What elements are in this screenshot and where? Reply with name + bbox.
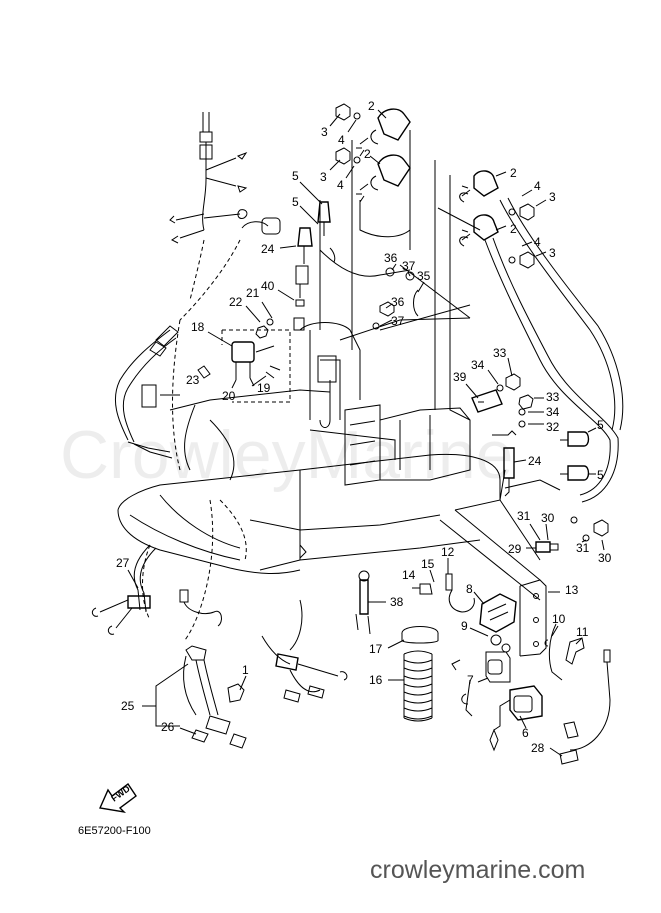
callout-5: 5 (597, 418, 604, 432)
plug-leads-top (293, 201, 336, 331)
callout-16: 16 (369, 673, 383, 687)
callout-11: 11 (576, 625, 589, 639)
callout-30: 30 (598, 551, 612, 565)
callout-23: 23 (186, 373, 200, 387)
guide-lines (142, 130, 561, 651)
callout-30: 30 (541, 511, 555, 525)
callout-7: 7 (467, 673, 474, 687)
callout-14: 14 (402, 568, 416, 582)
callout-32: 32 (546, 420, 560, 434)
callout-4: 4 (534, 235, 541, 249)
callout-36: 36 (384, 251, 398, 265)
callout-29: 29 (508, 542, 522, 556)
callout-18: 18 (191, 320, 205, 334)
callout-10: 10 (552, 612, 566, 626)
engine-block-outline (117, 322, 541, 575)
callout-15: 15 (421, 557, 435, 571)
callout-27: 27 (116, 556, 130, 570)
callout-3: 3 (549, 246, 556, 260)
callout-33: 33 (546, 390, 560, 404)
callout-13: 13 (565, 583, 579, 597)
site-footer: crowleymarine.com (370, 856, 585, 884)
callout-25: 25 (121, 699, 135, 713)
part-code: 6E57200-F100 (78, 825, 151, 837)
callout-20: 20 (222, 389, 236, 403)
fwd-arrow-icon: FWD (98, 782, 137, 814)
main-harness-cable (114, 319, 181, 471)
wire-harness-left (169, 112, 281, 321)
callout-36: 36 (391, 295, 405, 309)
callout-35: 35 (417, 269, 431, 283)
callout-2: 2 (364, 147, 371, 161)
callout-5: 5 (292, 195, 299, 209)
callout-39: 39 (453, 370, 467, 384)
callout-31: 31 (576, 541, 590, 555)
callout-19: 19 (257, 381, 271, 395)
callout-28: 28 (531, 741, 545, 755)
bolts-29-31 (535, 516, 609, 553)
plug-cables-right (484, 197, 624, 503)
callout-17: 17 (369, 642, 383, 656)
callout-22: 22 (229, 295, 243, 309)
callout-21: 21 (246, 286, 260, 300)
callout-5: 5 (292, 169, 299, 183)
callout-2: 2 (510, 166, 517, 180)
callouts: 2 3 4 2 3 4 2 4 3 2 4 3 5 5 24 40 21 22 (116, 99, 612, 757)
callout-3: 3 (321, 125, 328, 139)
callout-2: 2 (510, 222, 517, 236)
callout-4: 4 (534, 179, 541, 193)
bracket-parts-right (372, 267, 590, 497)
callout-24: 24 (528, 454, 542, 468)
callout-8: 8 (466, 582, 473, 596)
callout-5: 5 (597, 468, 604, 482)
callout-4: 4 (338, 133, 345, 147)
callout-1: 1 (242, 663, 249, 677)
callout-34: 34 (471, 358, 485, 372)
callout-12: 12 (441, 545, 455, 559)
callout-6: 6 (522, 726, 529, 740)
callout-24: 24 (261, 242, 275, 256)
callout-40: 40 (261, 279, 275, 293)
callout-3: 3 (549, 190, 556, 204)
callout-34: 34 (546, 405, 560, 419)
callout-4: 4 (337, 178, 344, 192)
electrical-components-lower-right (355, 570, 611, 765)
callout-33: 33 (493, 346, 507, 360)
callout-38: 38 (390, 595, 404, 609)
callout-2: 2 (368, 99, 375, 113)
callout-26: 26 (161, 720, 175, 734)
lower-harness (91, 544, 348, 749)
callout-37: 37 (391, 314, 405, 328)
callout-37: 37 (402, 259, 416, 273)
callout-3: 3 (320, 170, 327, 184)
solenoid-assembly (197, 318, 291, 403)
callout-9: 9 (461, 619, 468, 633)
callout-31: 31 (517, 509, 531, 523)
